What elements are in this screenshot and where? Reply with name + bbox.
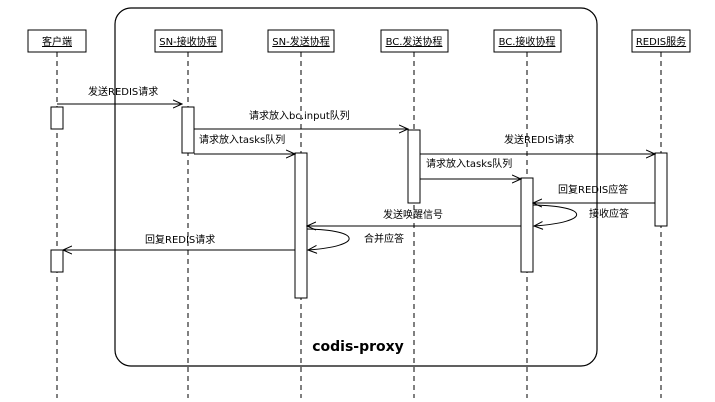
codis-proxy-container [114,7,598,367]
message-label-5: 请求放入tasks队列 [426,157,512,170]
message-label-2: 请求放入bc.input队列 [249,109,350,122]
message-arrow-9 [307,228,350,250]
header-sn-send-label: SN-发送协程 [272,35,329,48]
message-label-10: 回复REDIS请求 [145,233,215,246]
activation-sn-recv [181,106,195,154]
header-bc-send: BC.发送协程 [380,29,449,53]
header-sn-recv-label: SN-接收协程 [159,35,216,48]
message-label-8: 发送唤醒信号 [383,208,443,221]
header-client: 客户端 [27,29,87,53]
message-label-3: 请求放入tasks队列 [199,133,285,146]
activation-redis [654,152,668,227]
message-label-7: 接收应答 [589,207,629,220]
header-redis-label: REDIS服务 [636,35,686,48]
message-label-6: 回复REDIS应答 [558,183,628,196]
message-arrow-7 [533,204,578,226]
message-label-1: 发送REDIS请求 [88,85,158,98]
header-sn-send: SN-发送协程 [267,29,335,53]
header-bc-recv: BC.接收协程 [493,29,562,53]
activation-client-1 [50,106,64,130]
header-bc-recv-label: BC.接收协程 [499,35,556,48]
message-label-9: 合并应答 [364,232,404,245]
header-bc-send-label: BC.发送协程 [386,35,443,48]
container-label: codis-proxy [312,339,404,355]
activation-bc-send [407,129,421,204]
header-redis: REDIS服务 [631,29,691,53]
header-client-label: 客户端 [42,35,72,48]
activation-bc-recv [520,177,534,273]
message-label-4: 发送REDIS请求 [504,133,574,146]
activation-sn-send [294,152,308,299]
header-sn-recv: SN-接收协程 [154,29,223,53]
activation-client-2 [50,249,64,273]
